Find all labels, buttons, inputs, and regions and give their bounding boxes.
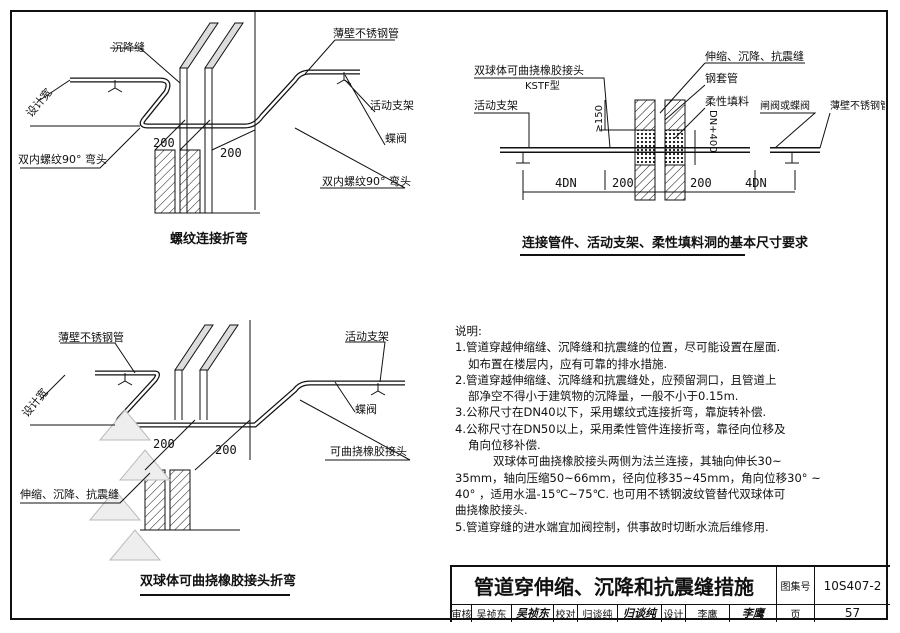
- label-steel-pipe: 薄壁不锈钢管: [58, 331, 124, 344]
- diagram-title: 螺纹连接折弯: [170, 232, 249, 247]
- note-line: 5.管道穿缝的进水端宜加阀控制，供事故时切断水流后维修用.: [455, 519, 769, 534]
- threaded-bend-diagram: [20, 10, 406, 214]
- dim-right: 4DN: [745, 176, 767, 190]
- diagram-title: 双球体可曲挠橡胶接头折弯: [140, 574, 297, 589]
- note-line: 如布置在楼层内，应有可靠的排水措施.: [468, 356, 668, 371]
- label-sleeve: 钢套管: [705, 72, 738, 85]
- dim-gap: ≥150: [594, 105, 605, 133]
- label-elbow-right: 双内螺纹90° 弯头: [322, 175, 411, 188]
- label-elbow-left: 双内螺纹90° 弯头: [18, 153, 107, 166]
- reviewer-signature: 吴祯东: [512, 604, 554, 622]
- dimension-diagram: [474, 62, 831, 256]
- label-rubber-joint: 双球体可曲挠橡胶接头: [474, 64, 584, 77]
- dim-mid-right: 200: [690, 176, 712, 190]
- label-steel-pipe: 薄壁不锈钢管: [333, 27, 399, 40]
- label-support: 活动支架: [370, 99, 414, 112]
- designer-name: 李鹰: [686, 604, 730, 622]
- label-joint: 伸缩、沉降、抗震缝: [705, 50, 804, 63]
- check-label: 校对: [554, 604, 578, 622]
- dim-hole: DN+400: [707, 110, 718, 153]
- design-label: 设计: [662, 604, 686, 622]
- note-line: 4.公称尺寸在DN50以上，采用柔性管件连接折弯，靠径向位移及: [455, 421, 786, 436]
- diagram-title: 连接管件、活动支架、柔性填料洞的基本尺寸要求: [522, 236, 809, 251]
- atlas-label: 图集号: [777, 567, 815, 604]
- label-support: 活动支架: [474, 99, 518, 112]
- note-line: 40° ，适用水温-15℃~75℃. 也可用不锈钢波纹管替代双球体可: [455, 486, 786, 501]
- label-steel-pipe: 薄壁不锈钢管: [830, 101, 885, 112]
- checker-signature: 归谈纯: [618, 604, 662, 622]
- dim-200: 200: [220, 146, 242, 160]
- label-valve: 闸阀或蝶阀: [760, 101, 810, 112]
- dim-200: 200: [153, 136, 175, 150]
- note-line: 1.管道穿越伸缩缝、沉降缝和抗震缝的位置，尽可能设置在屋面.: [455, 340, 781, 355]
- atlas-number: 10S407-2: [823, 578, 882, 593]
- note-line: 2.管道穿越伸缩缝、沉降缝和抗震缝处，应预留洞口，且管道上: [455, 372, 777, 387]
- note-line: 部净空不得小于建筑物的沉降量，一般不小于0.15m.: [468, 389, 739, 404]
- drawing-title: 管道穿伸缩、沉降和抗震缝措施: [452, 567, 777, 604]
- reviewer-name: 吴祯东: [472, 604, 512, 622]
- designer-signature: 李鹰: [730, 604, 777, 622]
- review-label: 审核: [452, 604, 472, 622]
- dim-200: 200: [215, 443, 237, 457]
- dim-mid-left: 200: [612, 176, 634, 190]
- dim-left: 4DN: [555, 176, 577, 190]
- label-joint: 伸缩、沉降、抗震缝: [20, 488, 119, 501]
- label-model: KSTF型: [525, 81, 560, 92]
- label-support: 活动支架: [345, 330, 389, 343]
- note-line: 35mm，轴向压缩50~66mm，径向位移35~45mm，角向位移30° ~: [455, 470, 821, 485]
- label-rubber-joint: 可曲挠橡胶接头: [330, 445, 407, 458]
- page-label: 页: [777, 604, 815, 622]
- notes-heading: 说明:: [455, 324, 482, 338]
- label-filler: 柔性填料: [705, 95, 749, 108]
- label-butterfly-valve: 蝶阀: [385, 132, 407, 145]
- rubber-joint-bend-diagram: [20, 320, 411, 596]
- note-line: 曲挠橡胶接头.: [455, 503, 528, 518]
- label-butterfly-valve: 蝶阀: [355, 403, 377, 416]
- checker-name: 归谈纯: [578, 604, 618, 622]
- notes: 说明: 1.管道穿越伸缩缝、沉降缝和抗震缝的位置，尽可能设置在屋面. 如布置在楼…: [455, 323, 875, 535]
- note-line: 3.公称尺寸在DN40以下，采用螺纹式连接折弯，靠旋转补偿.: [455, 405, 767, 420]
- page-number: 57: [844, 606, 861, 620]
- title-block: 管道穿伸缩、沉降和抗震缝措施 图集号 10S407-2 审核 吴祯东 吴祯东 校…: [450, 565, 890, 622]
- note-line: 角向位移补偿.: [468, 438, 541, 453]
- dim-200: 200: [153, 437, 175, 451]
- label-settlement-joint: 沉降缝: [112, 41, 145, 54]
- drawing-frame: [10, 10, 888, 620]
- note-line: 双球体可曲挠橡胶接头两侧为法兰连接，其轴向伸长30~: [493, 454, 782, 469]
